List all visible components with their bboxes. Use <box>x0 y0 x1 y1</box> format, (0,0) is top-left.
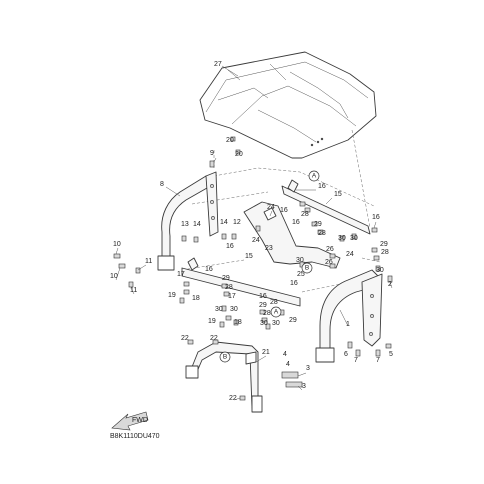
callout-c22b: 22 <box>210 335 218 342</box>
callout-c16d: 16 <box>372 214 380 221</box>
callout-c30c: 30 <box>296 257 304 264</box>
callout-c20b: 20 <box>235 151 243 158</box>
callout-c4b: 4 <box>286 361 290 368</box>
callout-c20a: 20 <box>226 137 234 144</box>
callout-c13: 13 <box>181 221 189 228</box>
callout-c10b: 10 <box>110 273 118 280</box>
svg-text:A: A <box>274 309 279 316</box>
leader-lines <box>115 65 393 401</box>
callout-c15a: 15 <box>334 191 342 198</box>
callout-c22c: 22 <box>229 395 237 402</box>
callout-c29a: 29 <box>314 221 322 228</box>
circle-ref-refA2: A <box>270 306 282 318</box>
hardware <box>113 136 393 401</box>
callout-c28d: 28 <box>225 284 233 291</box>
callout-c14a: 14 <box>193 221 201 228</box>
callout-c28e: 28 <box>270 299 278 306</box>
callout-c28b: 28 <box>318 230 326 237</box>
callout-c24c: 24 <box>346 251 354 258</box>
callout-c17a: 17 <box>177 271 185 278</box>
callout-c24b: 24 <box>252 237 260 244</box>
callout-c19a: 19 <box>168 292 176 299</box>
callout-c7b: 7 <box>376 357 380 364</box>
rear-frame <box>157 171 219 271</box>
callout-c1: 1 <box>346 321 350 328</box>
callout-c23: 23 <box>265 245 273 252</box>
callout-c16a: 16 <box>318 183 326 190</box>
svg-text:A: A <box>312 173 317 180</box>
circle-ref-refB2: B <box>219 351 231 363</box>
front-frame <box>315 269 383 363</box>
callout-c27: 27 <box>214 61 222 68</box>
callout-c24a: 24 <box>267 204 275 211</box>
crossbar-lower <box>181 257 301 307</box>
callout-c30g: 30 <box>260 320 268 327</box>
callout-c8: 8 <box>160 181 164 188</box>
callout-c3b: 3 <box>302 383 306 390</box>
callout-c19b: 19 <box>208 318 216 325</box>
callout-c6: 6 <box>344 351 348 358</box>
callout-c30e: 30 <box>215 306 223 313</box>
circle-ref-refA1: A <box>308 170 320 182</box>
callout-c29b: 29 <box>380 241 388 248</box>
callout-c15b: 15 <box>245 253 253 260</box>
callout-c30b: 30 <box>350 235 358 242</box>
callout-c28c: 28 <box>381 249 389 256</box>
callout-c29c: 29 <box>222 275 230 282</box>
callout-c26a: 26 <box>326 246 334 253</box>
callout-c16b: 16 <box>280 207 288 214</box>
front-direction-arrow: FWD <box>111 411 149 431</box>
callout-c4: 4 <box>283 351 287 358</box>
callout-c16g: 16 <box>290 280 298 287</box>
callout-c25: 25 <box>297 271 305 278</box>
drawing-code: B8K1110DU470 <box>110 433 160 440</box>
crossbar-upper <box>281 179 371 235</box>
callout-c11b: 11 <box>130 287 137 294</box>
circle-reference-markers: A B A B <box>219 170 320 363</box>
callout-c29e: 29 <box>289 317 297 324</box>
front-hoop <box>185 341 263 413</box>
svg-text:B: B <box>223 354 227 361</box>
callout-c30a: 30 <box>338 235 346 242</box>
svg-text:B: B <box>305 265 309 272</box>
callout-c30f: 30 <box>230 306 238 313</box>
callout-c30d: 30 <box>376 267 384 274</box>
callout-c17b: 17 <box>228 293 236 300</box>
callout-c28f: 28 <box>263 310 271 317</box>
callout-c3a: 3 <box>306 365 310 372</box>
circle-ref-refB1: B <box>301 262 313 274</box>
callout-c22a: 22 <box>181 335 189 342</box>
callout-c29d: 29 <box>259 302 267 309</box>
callout-c16e: 16 <box>226 243 234 250</box>
callout-c2: 2 <box>388 281 392 288</box>
callout-c30h: 30 <box>272 320 280 327</box>
callout-c10a: 10 <box>113 241 121 248</box>
roof-panel <box>199 51 377 159</box>
callout-c18b: 18 <box>234 319 242 326</box>
callout-c16f: 16 <box>205 266 213 273</box>
callout-c12: 12 <box>233 219 241 226</box>
callout-c16c: 16 <box>292 219 300 226</box>
callout-c28a: 28 <box>301 211 309 218</box>
callout-c5: 5 <box>389 351 393 358</box>
front-arrow-label: FWD <box>132 417 148 424</box>
callout-c26b: 26 <box>325 259 333 266</box>
center-bracket <box>243 201 341 269</box>
callout-c16h: 16 <box>259 293 267 300</box>
callout-c18a: 18 <box>192 295 200 302</box>
callout-c14b: 14 <box>220 219 228 226</box>
callout-c7a: 7 <box>354 357 358 364</box>
callout-c9: 9 <box>210 150 214 157</box>
callout-c11a: 11 <box>145 258 152 265</box>
callout-c21: 21 <box>262 349 270 356</box>
